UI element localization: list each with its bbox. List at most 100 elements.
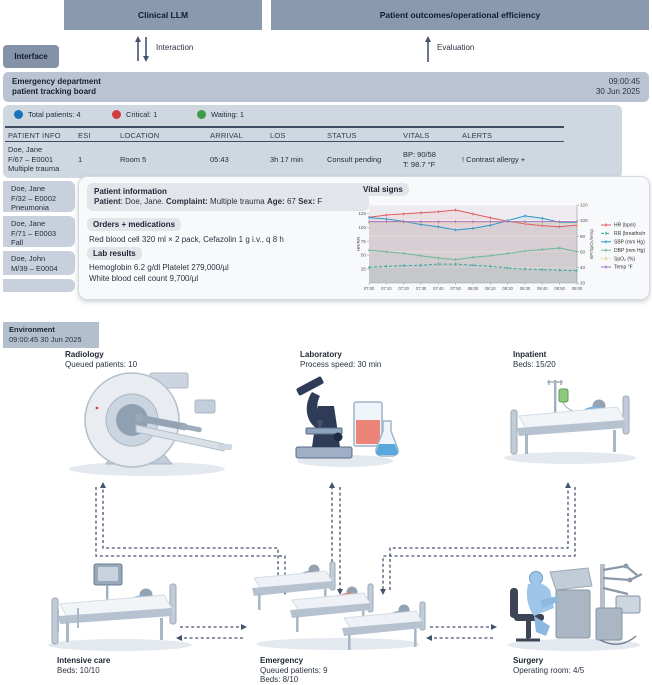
svg-text:07:40: 07:40 <box>433 286 444 291</box>
inpatient-title: Inpatient <box>513 350 547 359</box>
svg-text:BP/SpO₂/temp: BP/SpO₂/temp <box>589 229 594 259</box>
stub-line: Doe, Jane <box>11 184 46 193</box>
stub-line: F/32 – E0002 <box>11 193 57 203</box>
intensive-care-bed-icon <box>48 563 192 651</box>
svg-text:07:20: 07:20 <box>398 286 409 291</box>
patient-stub-e0004: Doe, John M/39 – E0004 <box>3 251 75 275</box>
radiology-label: Radiology Queued patients: 10 <box>65 350 137 369</box>
legend-total-label: Total patients: 4 <box>28 110 81 119</box>
evaluation-arrow-icon <box>425 36 431 62</box>
col-los: LOS <box>270 131 286 140</box>
emergency-stat-2: Beds: 8/10 <box>260 675 299 684</box>
row1-complaint: Multiple trauma <box>8 164 60 173</box>
intensive-care-stat: Beds: 10/10 <box>57 665 100 675</box>
interaction-arrows-icon <box>135 36 149 62</box>
row1-temp: T: 98.7 °F <box>403 159 436 169</box>
radiology-title: Radiology <box>65 350 104 359</box>
col-alerts: ALERTS <box>462 131 493 140</box>
svg-text:120: 120 <box>580 203 588 208</box>
svg-text:07:30: 07:30 <box>416 286 427 291</box>
laboratory-label: Laboratory Process speed: 30 min <box>300 350 381 369</box>
svg-text:HR/RR: HR/RR <box>356 236 361 251</box>
total-patients-dot-icon <box>14 110 23 119</box>
stub-line: Doe, Jane <box>11 219 46 228</box>
svg-text:40: 40 <box>580 265 586 270</box>
svg-text:HR (bpm): HR (bpm) <box>614 223 636 229</box>
svg-text:08:50: 08:50 <box>554 286 565 291</box>
patient-stub-e0003: Doe, Jane F/71 – E0003 Fall <box>3 216 75 247</box>
vital-signs-pill: Vital signs <box>357 183 409 196</box>
inpatient-bed-icon <box>504 380 636 464</box>
interface-badge: Interface <box>3 45 59 68</box>
board-title-line1: Emergency department <box>12 77 101 86</box>
svg-text:08:40: 08:40 <box>537 286 548 291</box>
svg-text:25: 25 <box>361 267 367 272</box>
board-title-line2: patient tracking board <box>12 87 97 96</box>
patient-information-block: Patient information Patient: Doe, Jane. … <box>87 183 369 211</box>
critical-dot-icon <box>112 110 121 119</box>
svg-text:RR (breaths/min): RR (breaths/min) <box>614 231 645 237</box>
emergency-beds-icon <box>252 561 426 650</box>
svg-text:08:20: 08:20 <box>502 286 513 291</box>
outcomes-label: Patient outcomes/operational efficiency <box>379 10 541 20</box>
environment-timestamp: 09:00:45 30 Jun 2025 <box>9 334 82 344</box>
svg-text:20: 20 <box>580 281 586 286</box>
lab-results-title: Lab results <box>93 249 136 258</box>
surgery-label: Surgery Operating room: 4/5 <box>513 656 584 675</box>
lab-results-text: Hemoglobin 6.2 g/dl Platelet 279,000/µl … <box>89 263 229 284</box>
radiology-stat: Queued patients: 10 <box>65 359 138 369</box>
board-time: 09:00:45 <box>608 77 640 86</box>
svg-text:08:00: 08:00 <box>468 286 479 291</box>
laboratory-stat: Process speed: 30 min <box>300 359 382 369</box>
svg-text:DBP (mm Hg): DBP (mm Hg) <box>614 248 645 254</box>
legend-waiting-label: Waiting: 1 <box>211 110 245 119</box>
col-vitals: VITALS <box>403 131 430 140</box>
svg-text:09:00: 09:00 <box>572 286 583 291</box>
table-top-rule <box>5 126 564 128</box>
waiting-dot-icon <box>197 110 206 119</box>
row1-alerts: ! Contrast allergy + <box>462 155 526 164</box>
stub-line: Doe, John <box>11 254 46 263</box>
lab-line-1: Hemoglobin 6.2 g/dl Platelet 279,000/µl <box>89 263 229 272</box>
row1-esi: 1 <box>78 155 83 164</box>
emergency-label: Emergency Queued patients: 9 Beds: 8/10 <box>260 656 328 685</box>
environment-badge: Environment 09:00:45 30 Jun 2025 <box>3 322 99 348</box>
environment-label: Environment <box>9 325 55 334</box>
stub-line: F/71 – E0003 <box>11 228 57 238</box>
svg-text:07:00: 07:00 <box>364 286 375 291</box>
lab-line-2: White blood cell count 9,700/µl <box>89 273 199 283</box>
laboratory-title: Laboratory <box>300 350 342 359</box>
interaction-label: Interaction <box>156 43 194 52</box>
inpatient-stat: Beds: 15/20 <box>513 359 556 369</box>
svg-text:Temp °F: Temp °F <box>614 265 633 271</box>
svg-text:75: 75 <box>361 239 367 244</box>
inpatient-label: Inpatient Beds: 15/20 <box>513 350 556 369</box>
clinical-llm-label: Clinical LLM <box>137 10 189 20</box>
svg-text:07:50: 07:50 <box>450 286 461 291</box>
svg-text:125: 125 <box>358 211 366 216</box>
row1-bp: BP: 90/58 <box>403 150 436 159</box>
col-status: STATUS <box>327 131 357 140</box>
row1-status: Consult pending <box>327 155 382 164</box>
row1-vitals: BP: 90/58 T: 98.7 °F <box>403 150 436 169</box>
svg-text:80: 80 <box>580 234 586 239</box>
row1-los: 3h 17 min <box>270 155 303 164</box>
patient-stub-e0002: Doe, Jane F/32 – E0002 Pneumonia <box>3 181 75 212</box>
surgery-stat: Operating room: 4/5 <box>513 665 585 675</box>
orders-medications-pill: Orders + medications <box>87 218 182 231</box>
svg-text:08:30: 08:30 <box>520 286 531 291</box>
col-location: LOCATION <box>120 131 160 140</box>
stub-line: Pneumonia <box>11 203 49 212</box>
vital-signs-title: Vital signs <box>363 185 403 194</box>
svg-text:07:10: 07:10 <box>381 286 392 291</box>
row1-id: F/67 – E0001 <box>8 154 54 164</box>
legend-critical: Critical: 1 <box>112 110 157 119</box>
surgery-robot-icon <box>508 563 643 651</box>
orders-medications-text: Red blood cell 320 ml × 2 pack, Cefazoli… <box>89 235 284 244</box>
legend-waiting: Waiting: 1 <box>197 110 244 119</box>
patient-information-line: Patient: Doe, Jane. Complaint: Multiple … <box>94 197 323 206</box>
lab-results-pill: Lab results <box>87 247 142 260</box>
